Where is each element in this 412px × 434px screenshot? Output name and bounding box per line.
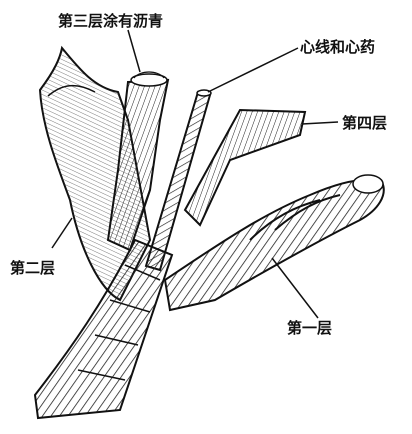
label-layer2: 第二层 (10, 259, 55, 277)
label-layer3-asphalt: 第三层涂有沥青 (58, 12, 163, 30)
label-layer1: 第一层 (287, 319, 332, 337)
leader-layer1 (272, 258, 318, 318)
leader-layer4 (302, 122, 338, 124)
label-core-wire: 心线和心药 (300, 38, 375, 56)
leader-layer3 (128, 30, 140, 72)
leader-core (208, 48, 298, 92)
label-layer4: 第四层 (342, 114, 387, 132)
leader-layer2 (52, 218, 72, 248)
